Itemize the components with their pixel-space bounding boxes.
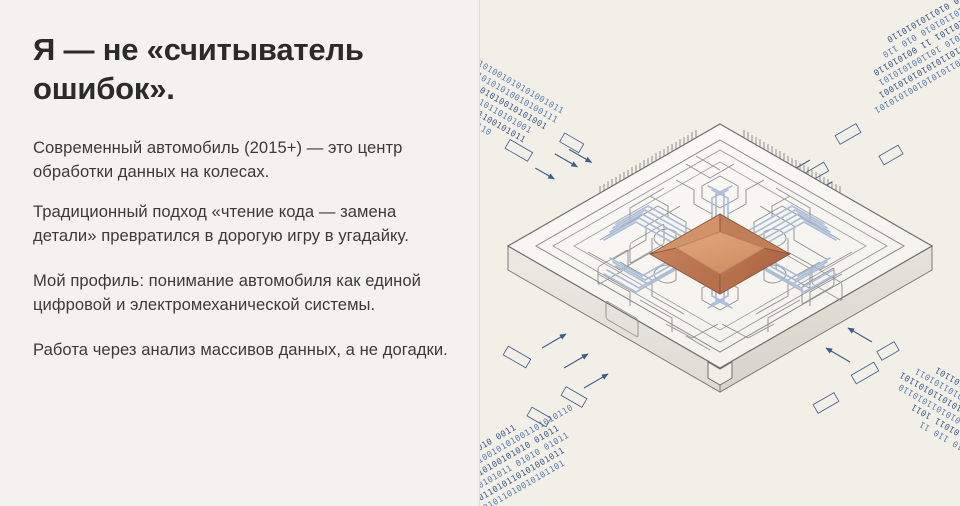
- text-panel: Я — не «считыватель ошибок». Современный…: [0, 0, 479, 506]
- binary-stream-top-left: 0110010101001010101001011 10101010010101…: [480, 39, 593, 180]
- binary-stream-bottom-right-marks: [812, 327, 900, 414]
- page-title: Я — не «считыватель ошибок».: [33, 32, 364, 107]
- paragraph-3: Мой профиль: понимание автомобиля как ед…: [33, 271, 421, 314]
- paragraph-1: Современный автомобиль (2015+) — это цен…: [33, 138, 403, 181]
- paragraph-2: Традиционный подход «чтение кода — замен…: [33, 202, 409, 245]
- chip-corner-notch: [707, 361, 733, 386]
- illustration-panel: 0110010101001010101001011 10101010010101…: [480, 0, 960, 506]
- binary-stream-top-right: 01100101011010101001010101 0110010010110…: [872, 0, 960, 116]
- cpu-illustration-svg: 0110010101001010101001011 10101010010101…: [480, 0, 960, 506]
- cpu-die: [648, 213, 792, 295]
- binary-stream-bottom-left-marks: [502, 333, 609, 428]
- chip-package: [506, 123, 934, 393]
- paragraph-4: Работа через анализ массивов данных, а н…: [33, 340, 448, 360]
- panel-divider: [479, 0, 480, 506]
- binary-stream-bottom-left: 0010 01010 0011 110101010010101001101010…: [480, 402, 575, 506]
- binary-stream-bottom-right: 110 0 10 110 11 10 11011 01011 1011 0110…: [896, 365, 960, 469]
- signal-traces: [603, 185, 837, 309]
